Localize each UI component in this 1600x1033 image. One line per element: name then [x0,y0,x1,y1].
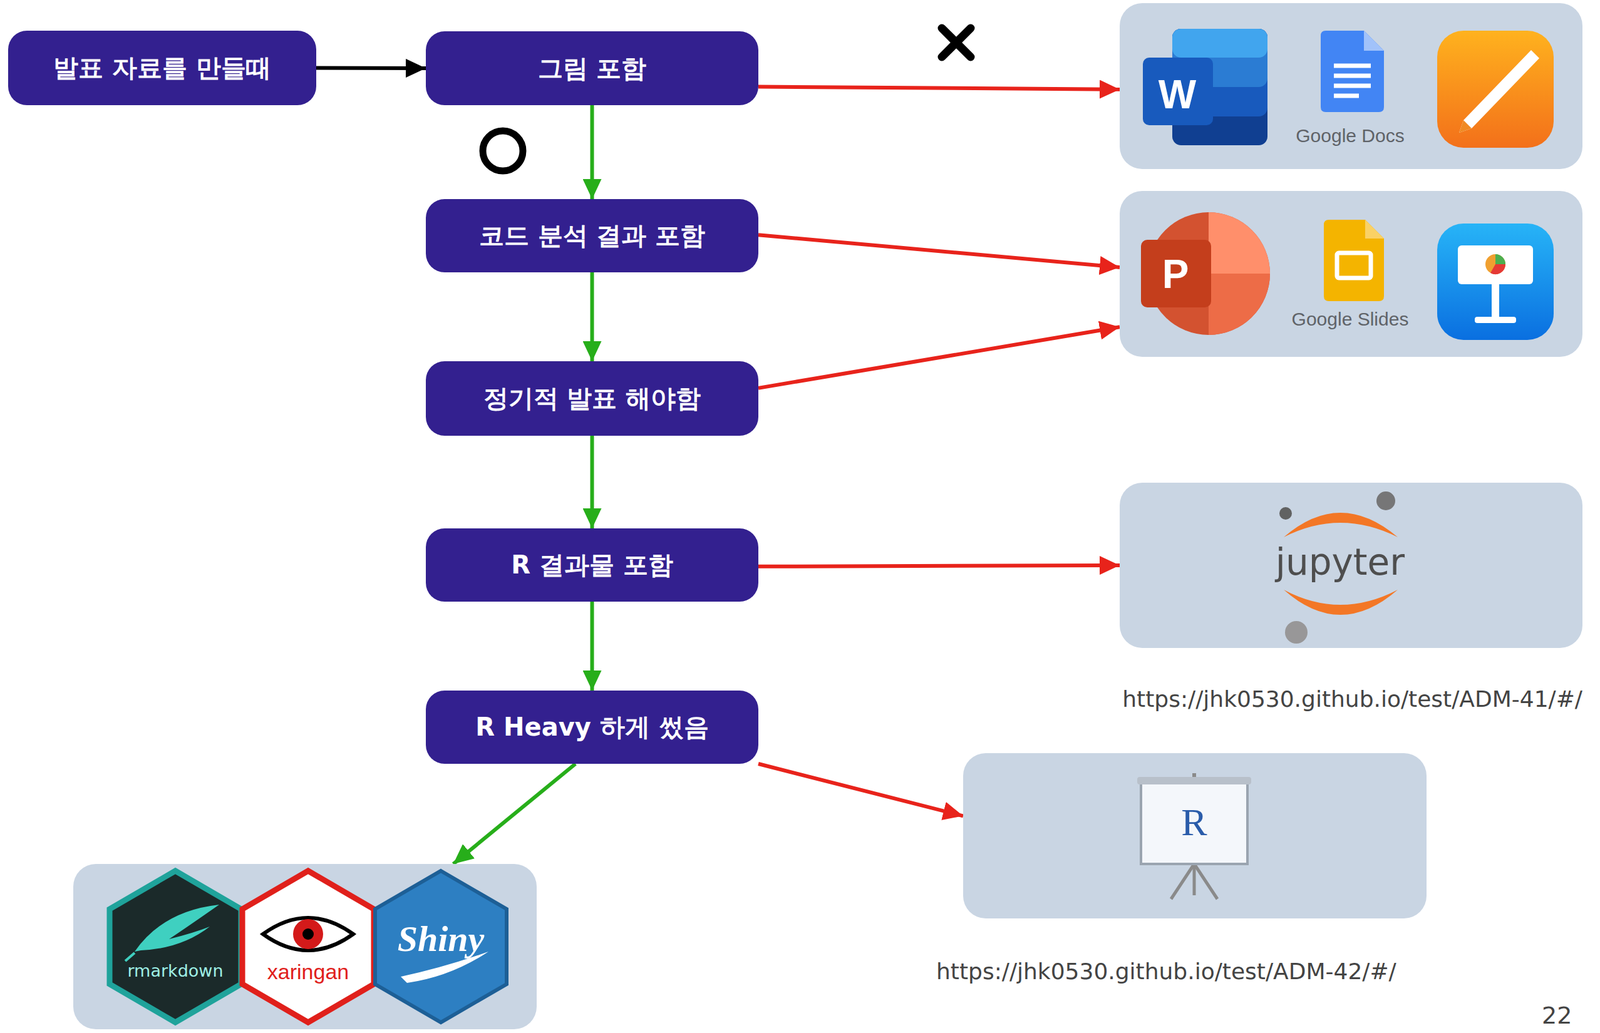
page-number: 22 [1541,1001,1572,1030]
tool-panel: jupyter [1119,482,1583,649]
flow-arrow [758,87,1120,90]
google-docs-icon [1320,30,1384,113]
tool-name: W [1158,74,1197,115]
flow-arrow [590,435,595,529]
box-label: R Heavy 하게 썼음 [475,710,709,745]
flow-arrow [590,272,595,362]
box-label: 정기적 발표 해야함 [483,381,702,416]
flow-arrow [453,763,576,865]
flow-arrow [758,234,1120,268]
tool-name: jupyter [1275,544,1405,581]
tool-name: xaringan [267,961,349,983]
rmarkdown-hex [109,871,242,1023]
xaringan-hex [242,871,374,1023]
box-label: 그림 포함 [537,51,647,86]
tool-panel: W Google Docs [1119,3,1583,170]
tool-panel: R [963,753,1427,919]
flow-arrow [758,326,1120,389]
box-label: 코드 분석 결과 포함 [479,218,706,253]
box-label: 발표 자료를 만들때 [53,50,272,86]
pages-icon [1437,30,1554,148]
word-icon [1142,28,1268,146]
process-box: R Heavy 하게 썼음 [425,690,759,764]
tool-name: Google Slides [1291,309,1410,329]
flow-arrow [758,763,964,816]
keynote-icon [1437,223,1554,341]
flow-arrow [316,66,426,71]
flow-arrow [758,565,1120,567]
process-box: 정기적 발표 해야함 [425,361,759,436]
process-box: 그림 포함 [425,31,759,106]
tool-name: Shiny [397,921,485,958]
google-slides-icon [1323,219,1384,302]
flow-arrow [590,105,595,200]
tool-name: Google Docs [1295,126,1404,146]
process-box: 코드 분석 결과 포함 [425,199,759,273]
tool-name: P [1162,254,1190,295]
tool-name: R [1181,802,1207,842]
jupyter-logo [1279,491,1398,644]
r-projector-icon [1137,773,1252,900]
yes-symbol [482,130,523,171]
powerpoint-icon [1140,212,1270,336]
tool-panel: P Google Slides [1119,190,1583,357]
flow-arrow [590,601,595,691]
url-label: https://jhk0530.github.io/test/ADM-41/#/ [1122,686,1583,713]
tool-name: rmarkdown [127,962,223,980]
no-symbol [941,28,971,57]
url-label: https://jhk0530.github.io/test/ADM-42/#/ [936,958,1397,985]
tool-panel: rmarkdown xaringan Shiny [73,864,537,1030]
shiny-hex [375,871,507,1023]
start-box: 발표 자료를 만들때 [8,30,317,106]
box-label: R 결과물 포함 [510,547,674,583]
process-box: R 결과물 포함 [425,528,759,602]
